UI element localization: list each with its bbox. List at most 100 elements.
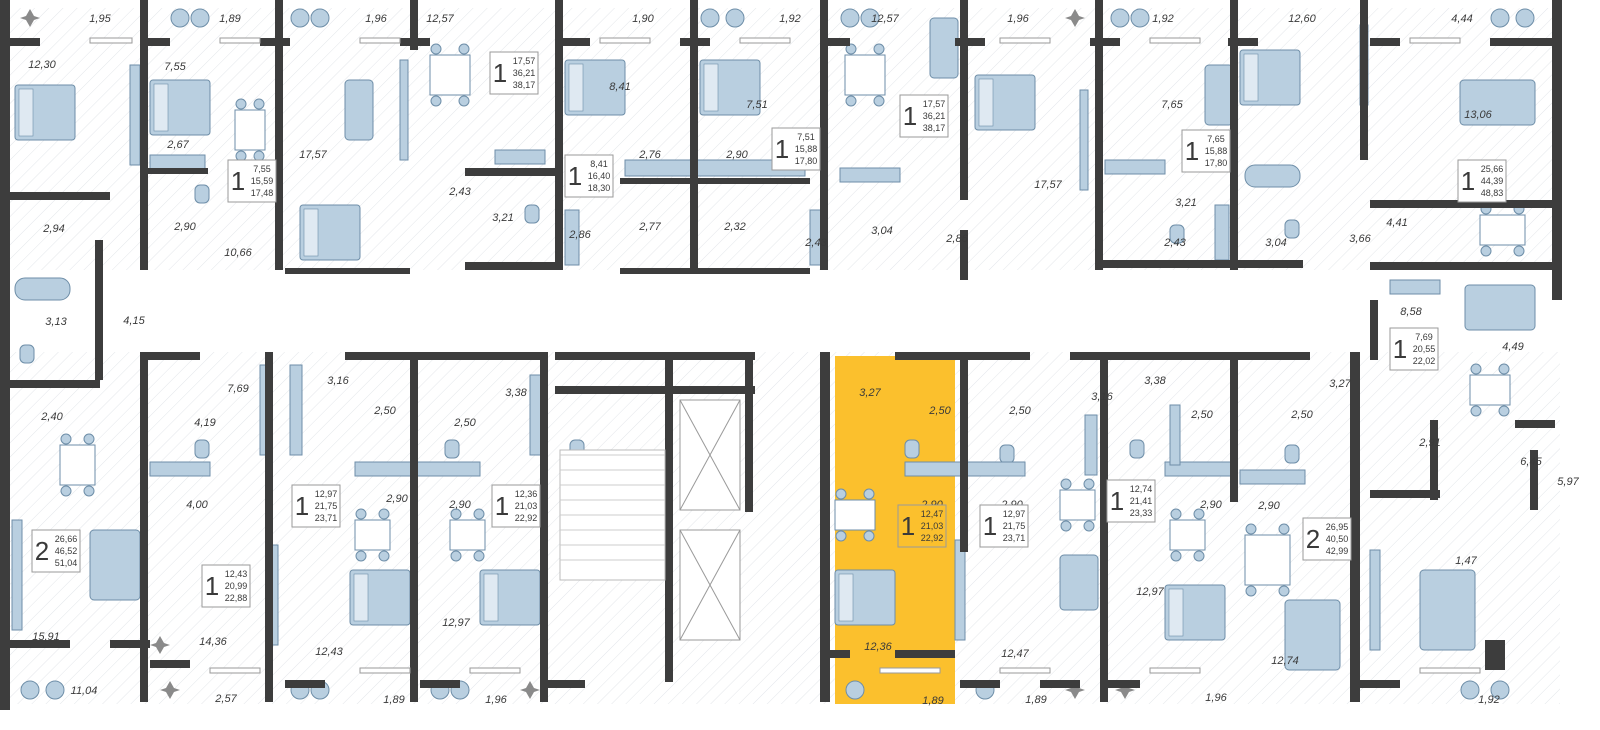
room-area-label: 17,57 xyxy=(1034,179,1062,191)
unit-rooms-count: 1 xyxy=(493,58,507,88)
unit-badge xyxy=(897,504,947,548)
sofa-icon xyxy=(1204,64,1234,126)
chair-icon xyxy=(450,508,462,520)
balcony-railing xyxy=(209,667,261,674)
room-area-label: 12,43 xyxy=(315,646,343,658)
wardrobe-icon xyxy=(564,209,580,266)
room-area-label: 1,95 xyxy=(89,13,111,25)
wall-segment xyxy=(960,352,968,552)
chair-icon xyxy=(355,508,367,520)
wall-segment xyxy=(465,168,555,176)
pillow-icon xyxy=(18,88,34,137)
plant-icon xyxy=(1065,681,1085,699)
kitchen-counter-icon xyxy=(1239,469,1306,485)
dining-table-icon xyxy=(1479,214,1526,246)
unit-rooms-count: 1 xyxy=(231,166,245,196)
dining-table-icon xyxy=(354,519,391,551)
elevator-cross xyxy=(679,529,741,641)
room-area-label: 12,60 xyxy=(1288,13,1316,25)
wall-segment xyxy=(1228,38,1258,46)
room-area-label: 2,90 xyxy=(1199,499,1222,511)
plant-icon xyxy=(150,636,170,654)
unit-area-living: 25,66 xyxy=(1481,164,1504,174)
sofa-icon xyxy=(344,79,374,141)
wall-segment xyxy=(1103,260,1303,268)
room-area-label: 3,04 xyxy=(871,225,892,237)
room-area-label: 1,96 xyxy=(1205,692,1227,704)
wall-segment xyxy=(555,352,755,360)
armchair-icon xyxy=(725,8,745,28)
armchair-icon xyxy=(1460,680,1480,700)
wall-segment xyxy=(140,38,170,46)
chair-icon xyxy=(430,95,442,107)
room-area-label: 2,76 xyxy=(638,149,661,161)
wall-segment xyxy=(420,680,460,688)
chair-icon xyxy=(458,43,470,55)
chair-icon xyxy=(83,485,95,497)
unit-area-total: 16,40 xyxy=(588,171,611,181)
sofa-icon xyxy=(1059,554,1099,611)
wall-segment xyxy=(1360,680,1400,688)
chair-icon xyxy=(60,485,72,497)
room-area-label: 2,91 xyxy=(1418,437,1440,449)
plant-icon xyxy=(20,9,40,27)
unit-area-total: 21,03 xyxy=(921,521,944,531)
wall-segment xyxy=(140,352,148,702)
unit-area-living: 12,74 xyxy=(1130,484,1153,494)
room-area-label: 1,89 xyxy=(383,694,404,706)
unit-area-total: 20,55 xyxy=(1413,344,1436,354)
chair-icon xyxy=(835,530,847,542)
room-area-label: 12,36 xyxy=(864,641,892,653)
chair-icon xyxy=(458,95,470,107)
unit-area-with-balcony: 48,83 xyxy=(1481,188,1504,198)
balcony-railing xyxy=(1149,37,1201,44)
room-area-label: 2,67 xyxy=(166,139,189,151)
armchair-icon xyxy=(1490,680,1510,700)
unit-badge xyxy=(899,94,949,138)
room-area-label: 14,36 xyxy=(199,636,227,648)
armchair-icon xyxy=(310,8,330,28)
room-area-label: 4,49 xyxy=(1502,341,1523,353)
unit-area-living: 7,69 xyxy=(1415,332,1433,342)
wall-segment xyxy=(0,0,10,710)
balcony-railing xyxy=(1149,667,1201,674)
unit-area-total: 15,59 xyxy=(251,176,274,186)
wardrobe-icon xyxy=(1084,414,1098,476)
unit-area-total: 20,99 xyxy=(225,581,248,591)
chair-icon xyxy=(378,508,390,520)
balcony-railing xyxy=(1409,37,1461,44)
unit-badge xyxy=(291,484,341,528)
pillow-icon xyxy=(153,83,169,132)
room-area-label: 3,66 xyxy=(1349,233,1371,245)
wall-segment xyxy=(285,680,325,688)
toilet-icon xyxy=(904,439,920,459)
unit-area-living: 12,97 xyxy=(315,489,338,499)
unit-rooms-count: 1 xyxy=(568,161,582,191)
chair-icon xyxy=(355,550,367,562)
room-area-label: 2,90 xyxy=(1257,500,1280,512)
room-area-label: 1,92 xyxy=(1152,13,1173,25)
unit-area-total: 21,03 xyxy=(515,501,538,511)
unit-area-total: 40,50 xyxy=(1326,534,1349,544)
wall-segment xyxy=(1090,38,1120,46)
room-area-label: 5,97 xyxy=(1557,476,1579,488)
dining-table-icon xyxy=(1469,374,1511,406)
wall-segment xyxy=(10,640,70,648)
balcony-railing xyxy=(89,37,133,44)
unit-area-total: 15,88 xyxy=(1205,146,1228,156)
toilet-icon xyxy=(999,444,1015,464)
toilet-icon xyxy=(1284,444,1300,464)
unit-badge xyxy=(201,564,251,608)
chair-icon xyxy=(473,508,485,520)
dining-table-icon xyxy=(1244,534,1291,586)
unit-area-with-balcony: 17,80 xyxy=(1205,158,1228,168)
unit-rooms-count: 1 xyxy=(901,511,915,541)
room-area-label: 12,74 xyxy=(1271,655,1299,667)
wardrobe-icon xyxy=(289,364,303,456)
wall-segment xyxy=(1530,450,1538,510)
wall-segment xyxy=(820,650,850,658)
room-area-label: 10,66 xyxy=(224,247,252,259)
room-area-label: 2,32 xyxy=(723,221,745,233)
pillow-icon xyxy=(703,63,719,112)
toilet-icon xyxy=(444,439,460,459)
